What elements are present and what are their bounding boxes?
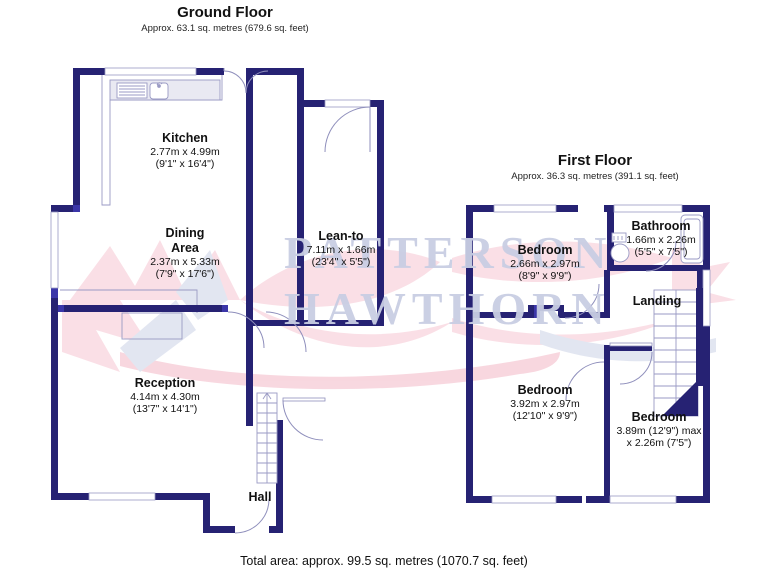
ground-floor-plan [50, 67, 384, 534]
lean-to-name: Lean-to [318, 229, 364, 243]
room-label-landing: Landing [612, 294, 702, 309]
dining-area-imperial: (7'9" x 17'6") [155, 267, 215, 280]
bedroom-3-metric: 3.89m (12'9") max [616, 424, 702, 437]
ground-floor-subtitle: Approx. 63.1 sq. metres (679.6 sq. feet) [141, 23, 309, 34]
room-label-bedroom-2: Bedroom 3.92m x 2.97m (12'10" x 9'9") [480, 383, 610, 423]
first-floor-title: First Floor [557, 152, 633, 169]
bedroom-1-imperial: (8'9" x 9'9") [518, 270, 572, 283]
first-floor-doors [564, 240, 677, 401]
first-floor-wall-accents [534, 305, 540, 318]
ground-floor-windows [50, 67, 371, 501]
first-floor-plan [466, 204, 711, 504]
dining-area-name: Dining [165, 226, 205, 240]
ground-floor-title: Ground Floor [177, 4, 273, 21]
room-label-dining-area: Dining Area 2.37m x 5.33m (7'9" x 17'6") [120, 226, 250, 280]
watermark-logo [62, 238, 736, 390]
kitchen-name: Kitchen [162, 131, 208, 145]
kitchen-fixtures [101, 73, 223, 206]
room-label-bedroom-1: Bedroom 2.66m x 2.97m (8'9" x 9'9") [480, 243, 610, 283]
bathroom-metric: 1.66m x 2.26m [626, 233, 696, 246]
hall-name: Hall [248, 490, 272, 504]
ground-floor-walls [51, 68, 384, 533]
room-label-bathroom: Bathroom 1.66m x 2.26m (5'5" x 7'5") [606, 219, 716, 259]
lean-to-imperial: (23'4" x 5'5") [311, 256, 371, 269]
kitchen-metric: 2.77m x 4.99m [150, 145, 220, 158]
reception-imperial: (13'7" x 14'1") [132, 403, 198, 416]
room-label-kitchen: Kitchen 2.77m x 4.99m (9'1" x 16'4") [120, 131, 250, 171]
bedroom-2-imperial: (12'10" x 9'9") [512, 410, 578, 423]
room-label-bedroom-3: Bedroom 3.89m (12'9") max x 2.26m (7'5") [597, 410, 721, 450]
reception-name: Reception [134, 376, 196, 390]
bedroom-1-metric: 2.66m x 2.97m [510, 257, 580, 270]
first-floor-windows [491, 204, 711, 504]
first-floor-subtitle: Approx. 36.3 sq. metres (391.1 sq. feet) [511, 171, 679, 182]
first-floor-walls [466, 205, 710, 503]
landing-name: Landing [632, 294, 682, 308]
bedroom-2-name: Bedroom [517, 383, 573, 397]
dining-area-name-2: Area [171, 240, 199, 255]
bathroom-imperial: (5'5" x 7'5") [634, 246, 688, 259]
bedroom-2-metric: 3.92m x 2.97m [510, 397, 580, 410]
dining-area-metric: 2.37m x 5.33m [150, 255, 220, 268]
room-label-reception: Reception 4.14m x 4.30m (13'7" x 14'1") [95, 376, 235, 416]
ground-floor-wall-accents [51, 205, 228, 312]
ground-floor-staircase [256, 392, 278, 484]
bathroom-fixtures [610, 214, 704, 264]
bedroom-1-name: Bedroom [517, 243, 573, 257]
first-floor-staircase [653, 288, 703, 417]
bedroom-3-name: Bedroom [631, 410, 687, 424]
room-label-hall: Hall [215, 490, 305, 505]
total-area-footer: Total area: approx. 99.5 sq. metres (107… [240, 554, 528, 568]
bathroom-name: Bathroom [631, 219, 691, 233]
room-label-lean-to: Lean-to 7.11m x 1.66m (23'4" x 5'5") [283, 229, 399, 269]
bedroom-3-imperial: x 2.26m (7'5") [626, 437, 692, 450]
kitchen-imperial: (9'1" x 16'4") [155, 158, 215, 171]
reception-metric: 4.14m x 4.30m [130, 390, 200, 403]
ground-floor-doors [223, 68, 371, 534]
lean-to-metric: 7.11m x 1.66m [306, 243, 376, 256]
